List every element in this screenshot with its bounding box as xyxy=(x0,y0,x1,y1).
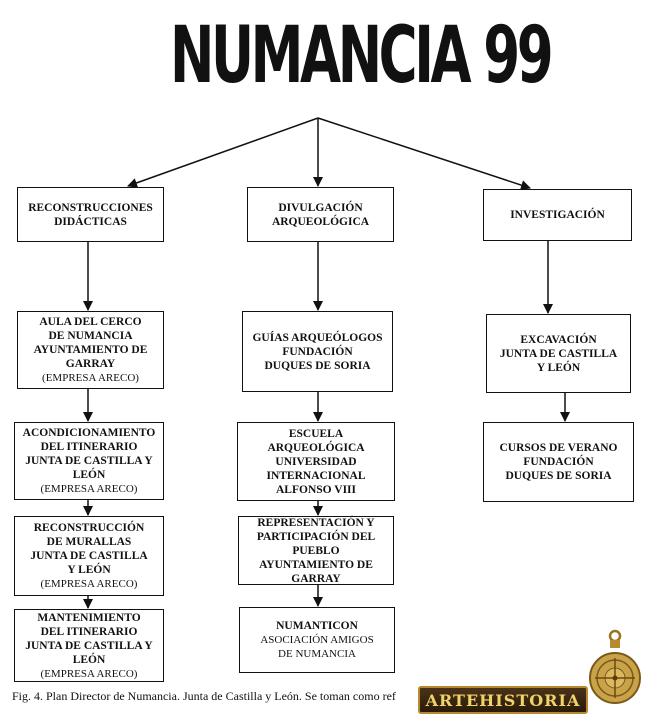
box-label: EXCAVACIÓN JUNTA DE CASTILLA Y LEÓN xyxy=(499,333,618,374)
astrolabe-icon xyxy=(589,629,641,704)
box-reconstrucciones-didacticas: RECONSTRUCCIONES DIDÁCTICAS xyxy=(17,187,164,242)
box-label: GUÍAS ARQUEÓLOGOS FUNDACIÓN DUQUES DE SO… xyxy=(252,331,383,372)
box-sublabel: (EMPRESA ARECO) xyxy=(40,578,138,590)
box-cursos-de-verano: CURSOS DE VERANO FUNDACIÓN DUQUES DE SOR… xyxy=(483,422,634,502)
box-label: MANTENIMIENTO DEL ITINERARIO JUNTA DE CA… xyxy=(25,611,153,666)
box-label: REPRESENTACIÓN Y PARTICIPACIÓN DEL PUEBL… xyxy=(256,516,376,585)
box-label: DIVULGACIÓN ARQUEOLÓGICA xyxy=(271,201,370,228)
box-excavacion: EXCAVACIÓN JUNTA DE CASTILLA Y LEÓN xyxy=(486,314,631,393)
box-acondicionamiento-itinerario: ACONDICIONAMIENTO DEL ITINERARIO JUNTA D… xyxy=(14,422,164,500)
box-representacion-participacion: REPRESENTACIÓN Y PARTICIPACIÓN DEL PUEBL… xyxy=(238,516,394,585)
box-sublabel: (EMPRESA ARECO) xyxy=(42,372,139,384)
box-label: RECONSTRUCCIÓN DE MURALLAS JUNTA DE CAST… xyxy=(30,522,148,576)
box-label: NUMANTICON xyxy=(276,620,358,632)
box-investigacion: INVESTIGACIÓN xyxy=(483,189,632,241)
arrow-title-to-investigacion xyxy=(317,117,531,190)
arrow-title-to-reconstrucciones xyxy=(127,117,319,188)
box-label: CURSOS DE VERANO FUNDACIÓN DUQUES DE SOR… xyxy=(499,442,618,482)
box-reconstruccion-murallas: RECONSTRUCCIÓN DE MURALLAS JUNTA DE CAST… xyxy=(14,516,164,596)
figure-caption: Fig. 4. Plan Director de Numancia. Junta… xyxy=(12,689,396,703)
watermark-logo: ARTEHISTORIA xyxy=(418,686,588,714)
box-aula-del-cerco: AULA DEL CERCO DE NUMANCIA AYUNTAMIENTO … xyxy=(17,311,164,389)
box-label: RECONSTRUCCIONES DIDÁCTICAS xyxy=(28,201,153,228)
box-mantenimiento-itinerario: MANTENIMIENTO DEL ITINERARIO JUNTA DE CA… xyxy=(14,609,164,682)
box-divulgacion-arqueologica: DIVULGACIÓN ARQUEOLÓGICA xyxy=(247,187,394,242)
box-label: INVESTIGACIÓN xyxy=(510,209,605,221)
box-numanticon: NUMANTICON ASOCIACIÓN AMIGOS DE NUMANCIA xyxy=(239,607,395,673)
box-label: ESCUELA ARQUEOLÓGICA UNIVERSIDAD INTERNA… xyxy=(266,427,366,496)
box-label: ACONDICIONAMIENTO DEL ITINERARIO JUNTA D… xyxy=(22,427,156,481)
box-label: AULA DEL CERCO DE NUMANCIA AYUNTAMIENTO … xyxy=(33,316,148,370)
box-sublabel: (EMPRESA ARECO) xyxy=(40,667,138,680)
box-sublabel: ASOCIACIÓN AMIGOS DE NUMANCIA xyxy=(260,634,374,660)
box-escuela-arqueologica: ESCUELA ARQUEOLÓGICA UNIVERSIDAD INTERNA… xyxy=(237,422,395,501)
box-sublabel: (EMPRESA ARECO) xyxy=(40,483,138,495)
box-guias-arqueologos: GUÍAS ARQUEÓLOGOS FUNDACIÓN DUQUES DE SO… xyxy=(242,311,393,392)
